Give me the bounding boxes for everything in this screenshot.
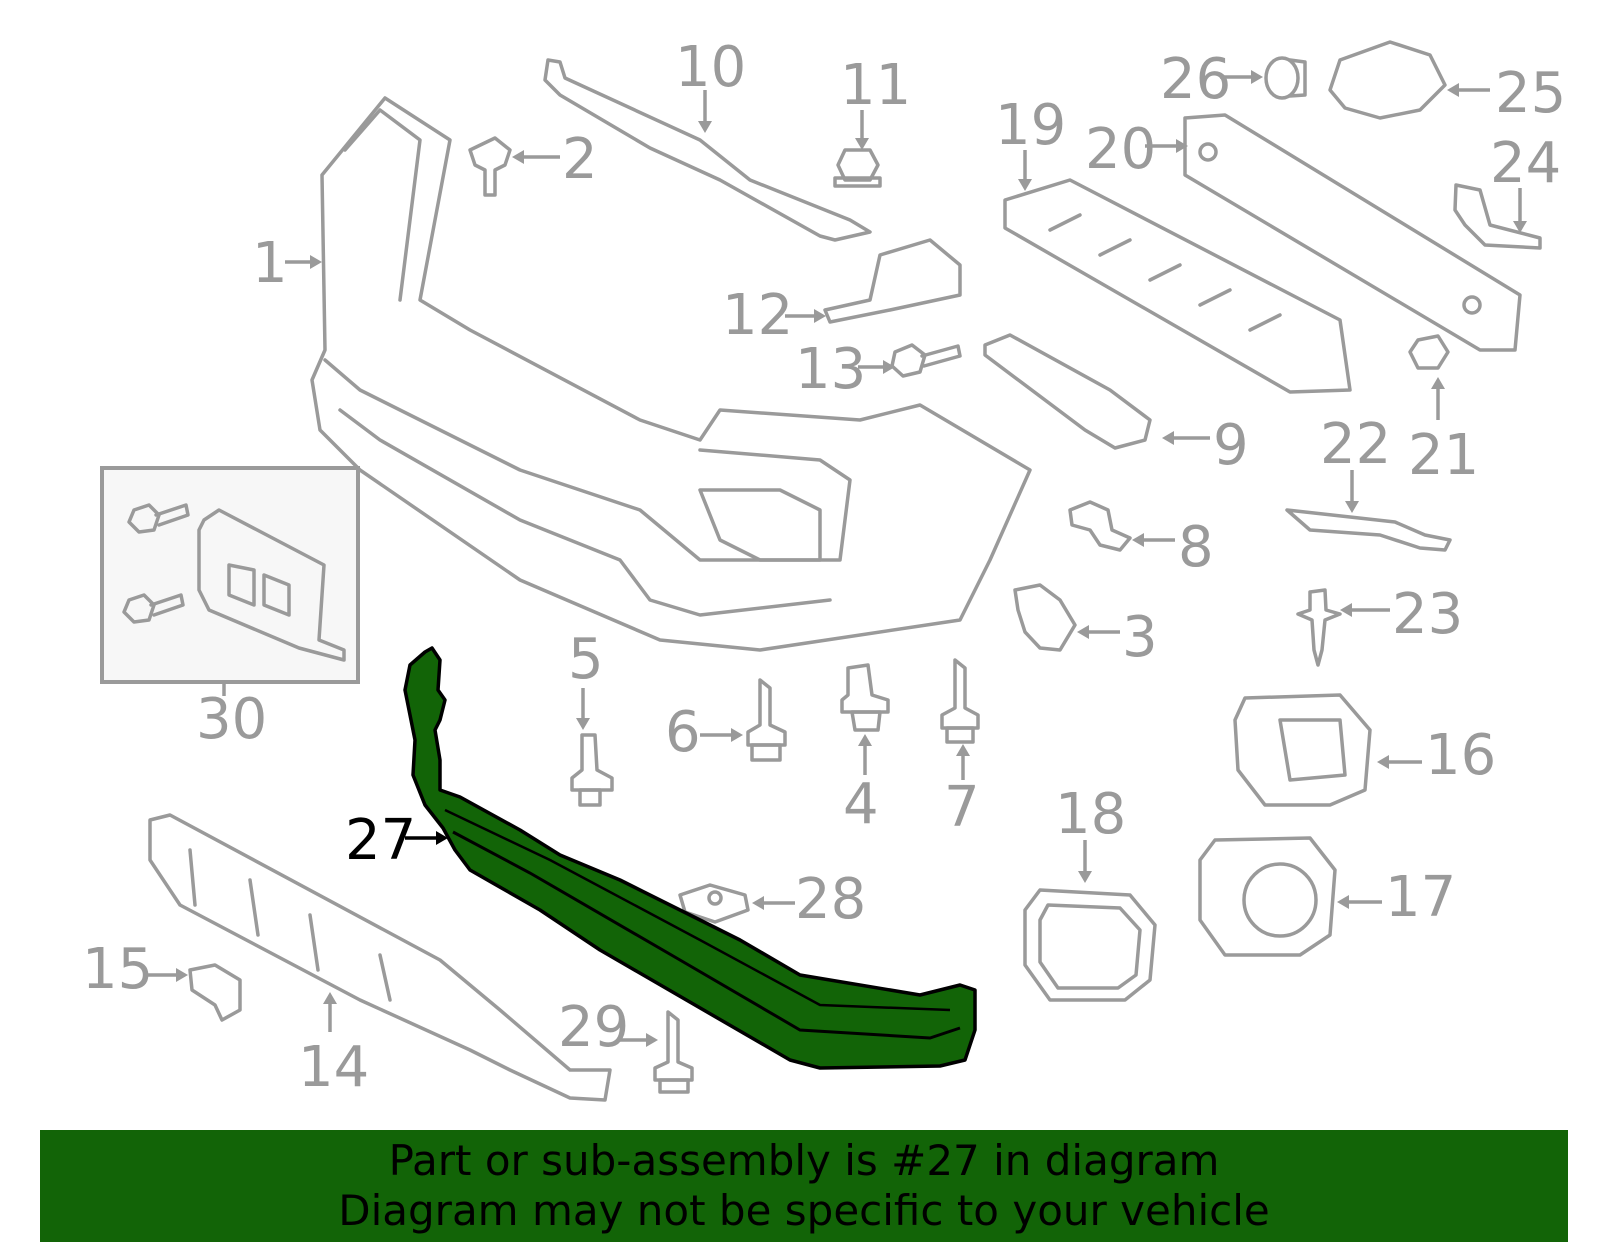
callout-13: 13	[795, 337, 867, 402]
callout-28: 28	[795, 867, 867, 932]
callout-26: 26	[1160, 47, 1232, 112]
callout-3: 3	[1122, 605, 1158, 670]
callout-15: 15	[82, 937, 154, 1002]
part-6-bolt	[746, 678, 787, 762]
part-16-fog-cover	[1233, 693, 1372, 807]
callout-11: 11	[840, 53, 912, 118]
part-8-clip	[1068, 500, 1132, 552]
callout-22: 22	[1320, 412, 1392, 477]
callout-19: 19	[995, 93, 1067, 158]
part-15-clip	[188, 963, 242, 1022]
part-24-bracket	[1453, 183, 1542, 250]
banner-part-line: Part or sub-assembly is #27 in diagram	[388, 1136, 1220, 1185]
part-1-bumper-cover	[310, 96, 1032, 652]
callout-21: 21	[1408, 423, 1480, 488]
callout-12: 12	[722, 283, 794, 348]
callout-20: 20	[1085, 117, 1157, 182]
callout-18: 18	[1055, 782, 1127, 847]
callout-30: 30	[196, 687, 268, 752]
callout-4: 4	[843, 772, 879, 837]
callout-8: 8	[1178, 515, 1214, 580]
callout-7: 7	[944, 775, 980, 840]
part-26-sensor	[1264, 56, 1307, 100]
part-20-reinforcement	[1183, 113, 1522, 352]
part-17-fog-cover	[1198, 836, 1337, 957]
part-3-retainer	[1013, 583, 1077, 652]
part-21-nut	[1408, 334, 1450, 370]
part-7-bolt	[940, 658, 980, 744]
callout-29: 29	[558, 995, 630, 1060]
part-2-clip	[468, 136, 512, 197]
callout-1: 1	[252, 231, 288, 296]
part-30-bracket-kit	[122, 503, 346, 662]
callout-24: 24	[1490, 131, 1562, 196]
callout-25: 25	[1495, 61, 1567, 126]
callout-27-highlighted: 27	[345, 808, 417, 873]
part-19-absorber	[1003, 178, 1352, 394]
callout-6: 6	[665, 700, 701, 765]
part-29-bolt	[653, 1010, 694, 1094]
callout-14: 14	[298, 1035, 370, 1100]
callout-17: 17	[1385, 865, 1457, 930]
callout-arrows	[145, 70, 1527, 1047]
part-9-bracket	[983, 333, 1152, 450]
part-22-strip	[1285, 508, 1452, 552]
part-13-bolt	[890, 343, 962, 378]
callout-9: 9	[1213, 413, 1249, 478]
part-23-pin	[1296, 588, 1342, 667]
part-18-bezel	[1023, 888, 1157, 1002]
callout-16: 16	[1425, 723, 1497, 788]
callout-23: 23	[1392, 582, 1464, 647]
info-banner: Part or sub-assembly is #27 in diagram D…	[40, 1130, 1568, 1242]
part-27-highlighted	[403, 646, 977, 1070]
part-11-nut	[833, 148, 882, 188]
callout-2: 2	[562, 127, 598, 192]
part-14-lower-cover	[148, 813, 612, 1102]
part-25-sensor-bracket	[1328, 40, 1447, 120]
callout-10: 10	[675, 35, 747, 100]
part-4-clip	[840, 663, 890, 732]
banner-disclaimer-line: Diagram may not be specific to your vehi…	[338, 1186, 1270, 1235]
part-10-bracket	[543, 58, 872, 242]
part-30-inset-box	[100, 466, 360, 684]
part-12-bracket	[823, 238, 962, 324]
callout-5: 5	[568, 627, 604, 692]
part-5-bolt	[570, 733, 614, 807]
